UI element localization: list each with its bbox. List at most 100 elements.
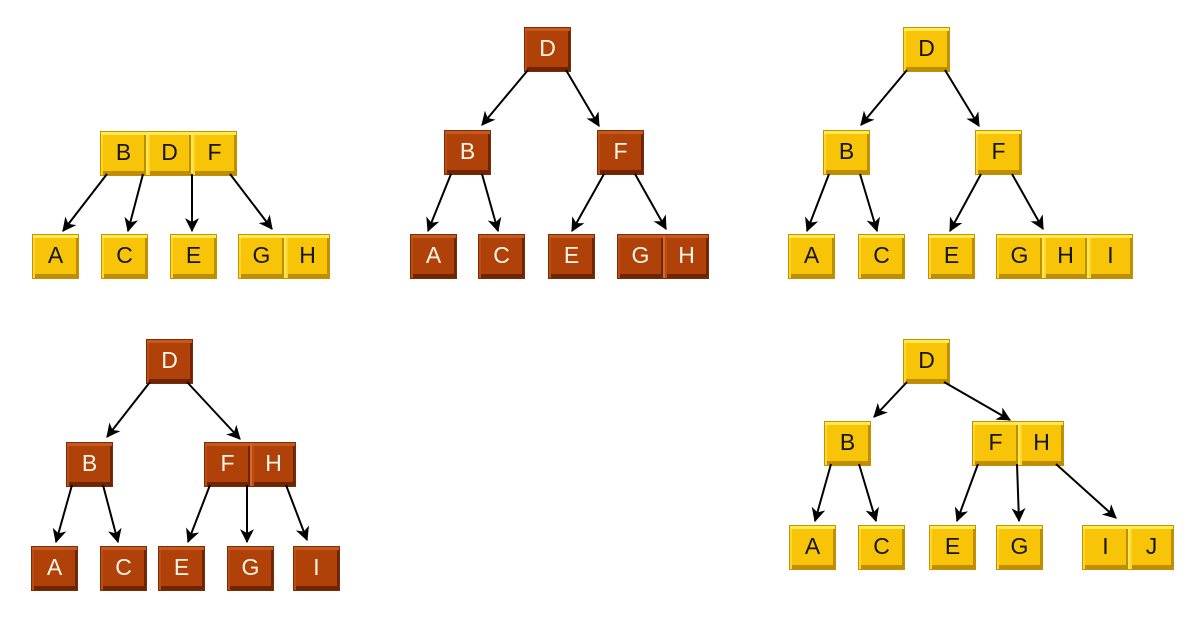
parent-child-arrow (62, 173, 108, 232)
tree-bottom-left-node-a: A (31, 546, 78, 591)
tree-top-middle-node-a: A (410, 234, 457, 279)
parent-child-arrow (859, 173, 881, 233)
parent-child-arrow (565, 69, 600, 127)
key-cell: E (929, 235, 974, 278)
key-cell: B (824, 131, 869, 174)
key-cell: I (294, 547, 339, 590)
tree-bottom-right-node-b: B (824, 421, 871, 466)
key-cell: I (1087, 235, 1132, 278)
tree-top-left-node-e: E (170, 234, 217, 279)
key-cell: A (33, 235, 78, 278)
parent-child-arrow (949, 173, 982, 232)
parent-child-arrow (102, 484, 122, 544)
parent-child-arrow (954, 463, 979, 523)
tree-top-right-node-c: C (858, 234, 905, 279)
tree-top-right-node-a: A (788, 234, 835, 279)
key-cell: I (1083, 526, 1128, 569)
tree-bottom-left-node-b: B (66, 442, 113, 487)
tree-top-right-node-f: F (975, 130, 1022, 175)
parent-child-arrow (481, 69, 529, 126)
key-cell: D (525, 28, 570, 71)
parent-child-arrow (805, 173, 830, 233)
tree-top-middle-node-b: B (444, 130, 491, 175)
parent-child-arrow (106, 381, 151, 438)
parent-child-arrow (52, 484, 73, 544)
parent-child-arrow (634, 173, 667, 230)
key-cell: D (146, 132, 191, 175)
key-cell: F (598, 131, 643, 174)
tree-top-middle-node-e: E (548, 234, 595, 279)
tree-bottom-right-node-e: E (929, 525, 976, 570)
key-cell: F (205, 443, 250, 486)
key-cell: H (1042, 235, 1087, 278)
key-cell: C (859, 526, 904, 569)
tree-top-middle-node-d: D (524, 27, 571, 72)
tree-top-left-node-c: C (101, 234, 148, 279)
tree-bottom-right-node-c: C (858, 525, 905, 570)
tree-bottom-left-node-e: E (158, 546, 205, 591)
key-cell: D (904, 340, 949, 383)
tree-bottom-right-node-a: A (789, 525, 836, 570)
key-cell: G (997, 526, 1042, 569)
key-cell: J (1128, 526, 1173, 569)
key-cell: G (997, 235, 1042, 278)
parent-child-arrow (1011, 173, 1044, 230)
parent-child-arrow (943, 381, 1011, 421)
tree-top-right-node-b: B (823, 130, 870, 175)
parent-child-arrow (860, 69, 908, 126)
key-cell: B (67, 443, 112, 486)
key-cell: A (411, 235, 456, 278)
key-cell: A (32, 547, 77, 590)
key-cell: A (790, 526, 835, 569)
tree-top-middle-node-c: C (478, 234, 525, 279)
key-cell: E (171, 235, 216, 278)
key-cell: G (228, 547, 273, 590)
tree-top-right-node-d: D (903, 27, 950, 72)
parent-child-arrow (124, 173, 144, 233)
key-cell: C (859, 235, 904, 278)
key-cell: H (250, 443, 295, 486)
parent-child-arrow (944, 69, 980, 127)
key-cell: B (445, 131, 490, 174)
key-cell: E (930, 526, 975, 569)
tree-top-right-node-e: E (928, 234, 975, 279)
key-cell: B (825, 422, 870, 465)
key-cell: H (663, 235, 708, 278)
tree-top-left-node-a: A (32, 234, 79, 279)
parent-child-arrow (873, 381, 908, 418)
parent-child-arrow (186, 381, 241, 440)
key-cell: C (479, 235, 524, 278)
key-cell: F (973, 422, 1018, 465)
key-cell: H (1018, 422, 1063, 465)
tree-top-left-arrows (62, 173, 273, 233)
key-cell: A (789, 235, 834, 278)
parent-child-arrow (481, 173, 502, 233)
tree-bottom-right-node-d: D (903, 339, 950, 384)
key-cell: D (904, 28, 949, 71)
parent-child-arrow (1011, 463, 1026, 523)
parent-child-arrow (229, 173, 273, 230)
parent-child-arrow (186, 484, 211, 544)
parent-child-arrow (285, 484, 309, 542)
key-cell: E (159, 547, 204, 590)
key-cell: G (239, 235, 284, 278)
tree-bottom-left-node-c: C (100, 546, 147, 591)
key-cell: C (102, 235, 147, 278)
tree-top-middle-node-f: F (597, 130, 644, 175)
key-cell: F (191, 132, 236, 175)
tree-bottom-right-node-g: G (996, 525, 1043, 570)
key-cell: C (101, 547, 146, 590)
key-cell: D (147, 340, 192, 383)
key-cell: G (618, 235, 663, 278)
key-cell: E (549, 235, 594, 278)
tree-bottom-left-node-g: G (227, 546, 274, 591)
parent-child-arrow (811, 463, 832, 523)
